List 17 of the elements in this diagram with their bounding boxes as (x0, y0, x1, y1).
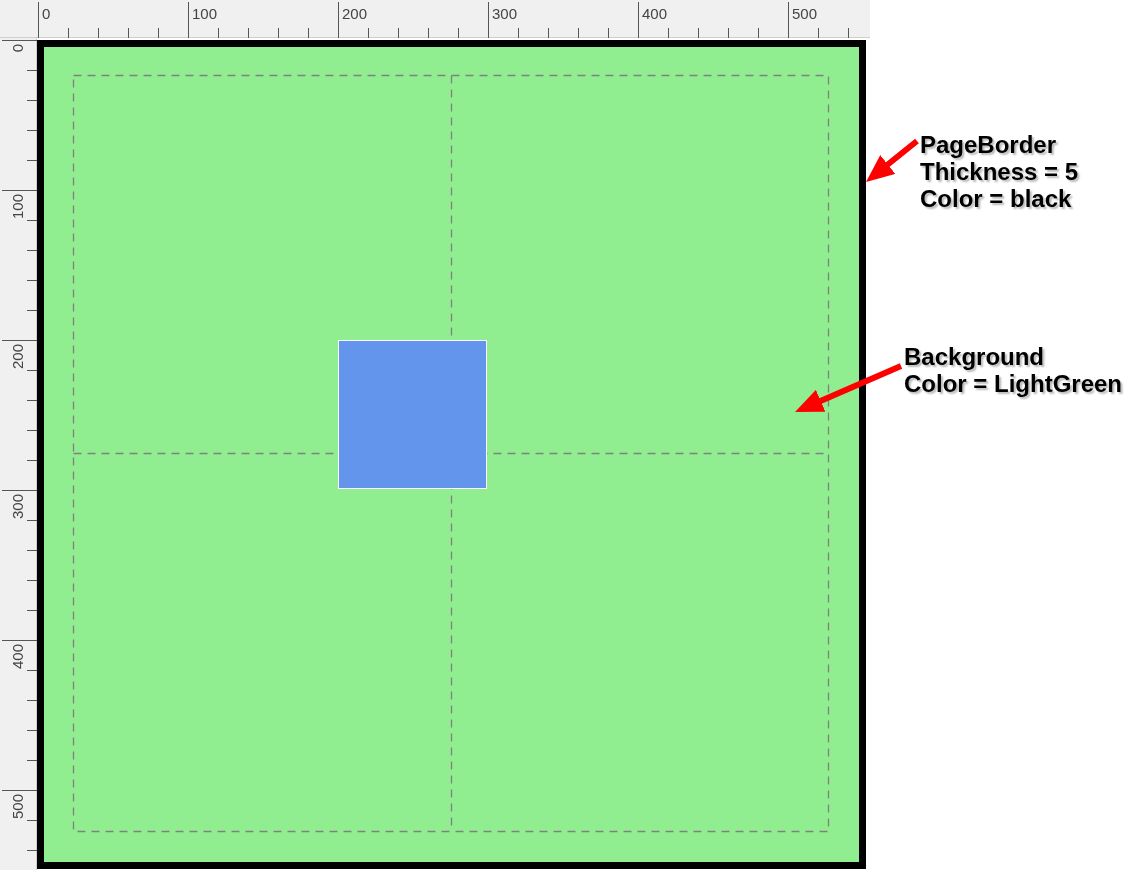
ruler-number: 0 (42, 6, 51, 21)
ruler-number: 500 (10, 794, 25, 820)
ruler-number: 400 (642, 6, 668, 21)
ruler-number: 300 (10, 494, 25, 520)
ruler-number: 0 (10, 44, 25, 53)
ruler-number: 300 (492, 6, 518, 21)
annotation-label: Background Color = LightGreen (904, 343, 1122, 397)
leader-arrow (864, 138, 919, 185)
ruler-number: 200 (342, 6, 368, 21)
ruler-number: 500 (792, 6, 818, 21)
ruler-number: 200 (10, 344, 25, 370)
ruler-number: 100 (10, 194, 25, 220)
leader-arrow (793, 363, 903, 415)
ruler-number: 100 (192, 6, 218, 21)
annotation-label: PageBorder Thickness = 5 Color = black (920, 131, 1079, 212)
square-shape (338, 340, 487, 489)
ruler-number: 400 (10, 644, 25, 670)
